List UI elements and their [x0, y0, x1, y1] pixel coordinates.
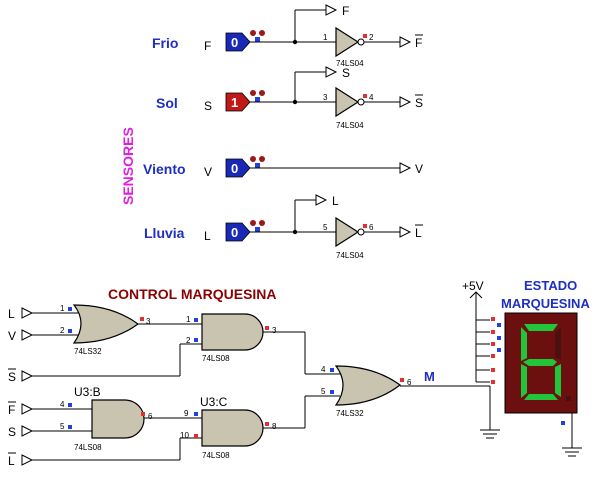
- logic-toggle-viento[interactable]: 0: [225, 158, 251, 178]
- svg-text:74LS08: 74LS08: [202, 354, 230, 363]
- seven-segment-display: [504, 312, 578, 414]
- svg-text:74LS32: 74LS32: [74, 347, 102, 356]
- svg-text:9: 9: [184, 409, 189, 418]
- terminal-icon: [315, 194, 328, 206]
- ground-icon: [480, 386, 500, 439]
- not-gate-sol: [335, 86, 360, 118]
- svg-text:6: 6: [407, 378, 412, 387]
- svg-text:4: 4: [369, 93, 374, 102]
- svg-text:5: 5: [321, 387, 326, 396]
- sensor-row-frio: Frio F 0 F 1 2 F 74LS04: [152, 4, 423, 68]
- output-label-frio-direct: F: [342, 4, 349, 18]
- svg-text:1: 1: [323, 33, 328, 42]
- output-label-lluvia: L: [415, 226, 422, 240]
- sensor-name-lluvia: Lluvia: [144, 225, 185, 241]
- svg-text:U3:C: U3:C: [200, 395, 228, 409]
- sensors-group-label: SENSORES: [120, 127, 136, 205]
- probe-icon: [250, 90, 265, 102]
- svg-text:6: 6: [369, 223, 374, 232]
- svg-text:S: S: [8, 425, 16, 439]
- svg-text:U3:B: U3:B: [74, 385, 101, 399]
- logic-toggle-sol[interactable]: 1: [225, 92, 251, 112]
- control-title: CONTROL MARQUESINA: [108, 286, 277, 302]
- sensor-row-sol: Sol S 1 S 3 4 S 74LS04: [156, 66, 423, 130]
- svg-text:74LS32: 74LS32: [336, 409, 364, 418]
- probe-icon: [250, 220, 265, 232]
- and-gate-u3b: U3:B 4 5 6 74LS08: [60, 385, 153, 452]
- svg-text:74LS08: 74LS08: [202, 451, 230, 460]
- not-gate-frio: [335, 26, 360, 58]
- and-gate-u3c: U3:C 9 10 8 74LS08: [180, 395, 277, 460]
- sensor-short-viento: V: [204, 165, 212, 179]
- svg-text:1: 1: [60, 304, 65, 313]
- logic-toggle-frio[interactable]: 0: [225, 32, 251, 52]
- svg-text:4: 4: [321, 365, 326, 374]
- not-gate-lluvia: [335, 216, 360, 248]
- svg-text:S: S: [8, 370, 16, 384]
- sensor-short-frio: F: [204, 39, 211, 53]
- ground-icon: [561, 413, 582, 457]
- probe-icon: [250, 156, 265, 168]
- terminal-icon: [325, 4, 338, 16]
- svg-text:74LS04: 74LS04: [336, 121, 364, 130]
- or-gate-1: 1 2 3 74LS32: [60, 304, 151, 356]
- and-gate-1: 1 2 3 74LS08: [186, 313, 277, 363]
- svg-text:2: 2: [60, 326, 65, 335]
- output-label-viento: V: [415, 162, 423, 176]
- logic-toggle-lluvia[interactable]: 0: [225, 222, 251, 242]
- control-inputs: L V S F S L: [8, 307, 202, 468]
- svg-text:+5V: +5V: [462, 279, 484, 293]
- svg-text:3: 3: [323, 93, 328, 102]
- terminal-icon: [399, 36, 412, 48]
- output-label-frio: F: [415, 36, 422, 50]
- svg-text:5: 5: [323, 223, 328, 232]
- svg-text:1: 1: [231, 95, 238, 110]
- svg-text:74LS04: 74LS04: [336, 59, 364, 68]
- sensor-short-sol: S: [204, 99, 212, 113]
- sensor-row-viento: Viento V 0 V: [143, 156, 423, 179]
- terminal-icon: [399, 162, 412, 174]
- sensor-name-sol: Sol: [156, 95, 178, 111]
- terminal-icon: [399, 226, 412, 238]
- svg-text:3: 3: [272, 326, 277, 335]
- svg-text:8: 8: [272, 422, 277, 431]
- output-label-sol: S: [415, 96, 423, 110]
- display-pins: [491, 317, 501, 384]
- svg-text:V: V: [8, 329, 16, 343]
- svg-text:3: 3: [146, 317, 151, 326]
- display-title-2: MARQUESINA: [501, 296, 590, 311]
- svg-text:6: 6: [148, 412, 153, 421]
- or-gate-2: 4 5 6 74LS32: [321, 365, 412, 418]
- svg-text:2: 2: [369, 33, 374, 42]
- output-label-lluvia-direct: L: [332, 194, 339, 208]
- terminal-icon: [399, 96, 412, 108]
- svg-text:0: 0: [231, 225, 238, 240]
- output-label-m: M: [424, 369, 435, 384]
- sensor-row-lluvia: Lluvia L 0 L 5 6 L 74LS04: [144, 194, 423, 260]
- svg-text:10: 10: [180, 431, 189, 440]
- power-supply: +5V: [462, 279, 490, 383]
- svg-text:1: 1: [186, 315, 191, 324]
- terminal-icon: [325, 66, 338, 78]
- svg-text:L: L: [8, 454, 15, 468]
- sensor-short-lluvia: L: [204, 229, 211, 243]
- svg-text:5: 5: [60, 422, 65, 431]
- svg-text:0: 0: [231, 161, 238, 176]
- sensor-name-frio: Frio: [152, 35, 178, 51]
- svg-text:4: 4: [60, 400, 65, 409]
- svg-text:2: 2: [186, 336, 191, 345]
- svg-text:74LS08: 74LS08: [74, 443, 102, 452]
- sensor-name-viento: Viento: [143, 161, 186, 177]
- svg-text:74LS04: 74LS04: [336, 251, 364, 260]
- svg-text:0: 0: [231, 35, 238, 50]
- svg-text:F: F: [8, 403, 15, 417]
- display-title-1: ESTADO: [524, 278, 577, 293]
- probe-icon: [250, 30, 265, 42]
- output-label-sol-direct: S: [342, 66, 350, 80]
- svg-text:L: L: [8, 307, 15, 321]
